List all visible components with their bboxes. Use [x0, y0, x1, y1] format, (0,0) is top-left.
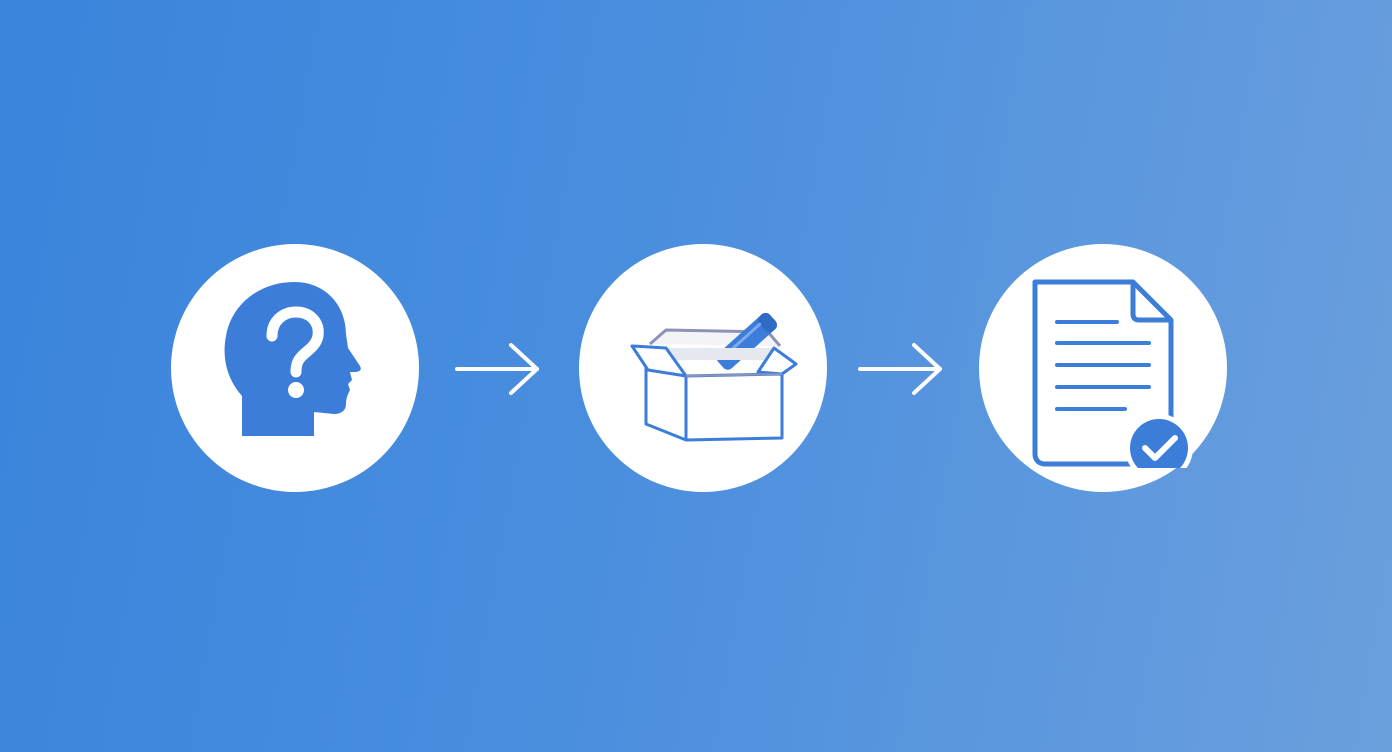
step-circle-document	[979, 244, 1227, 492]
check-icon	[1130, 419, 1188, 468]
step-circle-box	[579, 244, 827, 492]
head-question-icon	[224, 282, 361, 436]
open-box-with-pen-icon	[630, 312, 798, 442]
arrow-right-icon	[858, 343, 942, 395]
arrow-right-icon	[455, 343, 539, 395]
step-circle-question	[171, 244, 419, 492]
document-check-icon	[1032, 279, 1193, 468]
